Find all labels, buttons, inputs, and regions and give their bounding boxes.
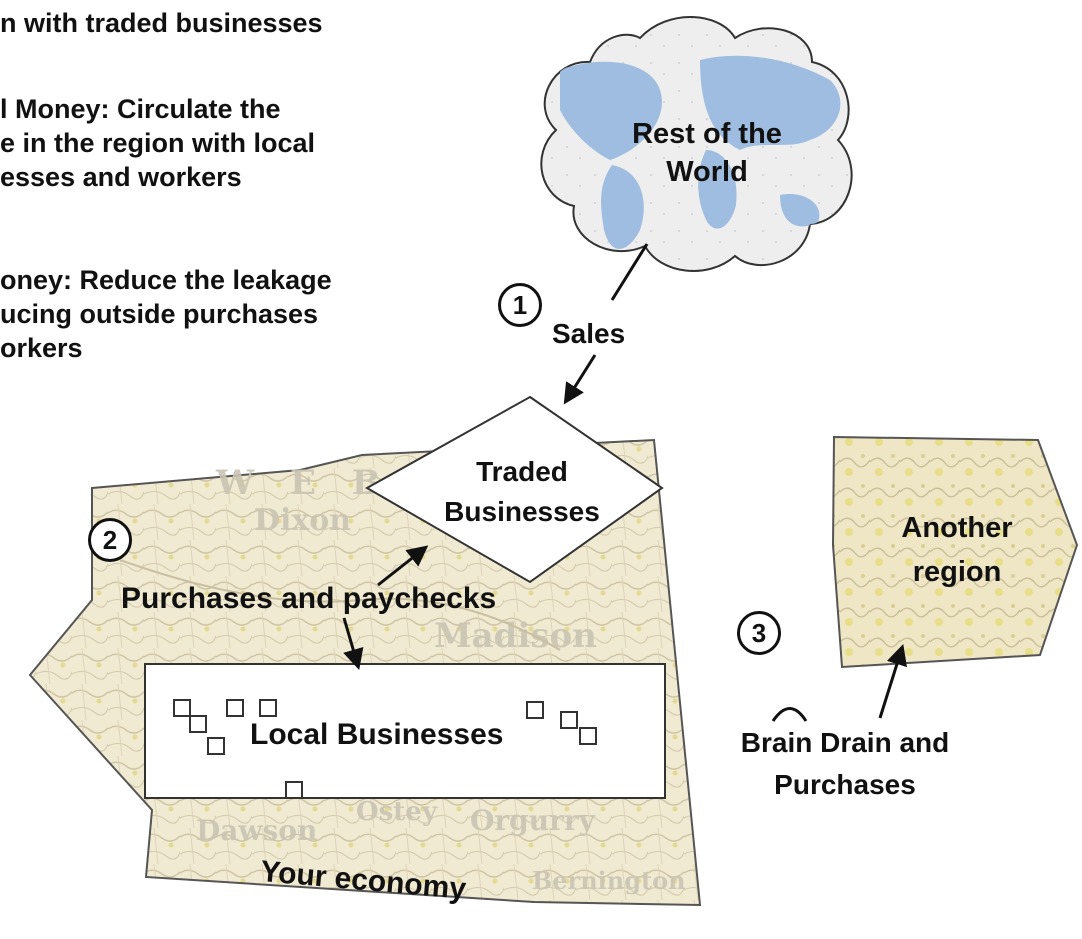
local-business-squares [173, 699, 597, 799]
map-word: Dixon [254, 503, 351, 538]
map-word: Madison [434, 616, 597, 656]
marker-3: 3 [737, 611, 781, 655]
sales-arrow-head [563, 354, 597, 405]
intro-line-7: orkers [0, 333, 83, 363]
another-region-map [831, 435, 1079, 669]
leak-arc [771, 707, 808, 722]
marker-1: 1 [498, 283, 542, 327]
intro-line-3: e in the region with local [0, 128, 316, 158]
map-word: Orgurry [470, 804, 596, 837]
brain-drain-label: Brain Drain and Purchases [700, 722, 990, 806]
traded-line-1: Traded [476, 456, 568, 487]
brain-drain-line-2: Purchases [774, 769, 916, 800]
intro-text-reduce-leakage: oney: Reduce the leakage ucing outside p… [0, 263, 332, 365]
paychecks-to-local-arrow [342, 617, 364, 671]
intro-text-local-money: l Money: Circulate the e in the region w… [0, 92, 315, 194]
intro-line-6: ucing outside purchases [0, 299, 319, 329]
intro-line-5: oney: Reduce the leakage [0, 265, 332, 295]
brain-drain-arrow [878, 643, 907, 719]
map-word: Ostey [356, 797, 438, 827]
rest-of-world-cloud [540, 16, 853, 272]
local-businesses-box [144, 663, 666, 799]
another-region-line-1: Another [901, 512, 1013, 544]
purchases-paychecks-label: Purchases and paychecks [121, 582, 497, 615]
traded-line-2: Businesses [444, 496, 600, 527]
paychecks-to-traded-arrow [377, 545, 429, 587]
map-word: Dawson [196, 814, 317, 847]
intro-text: n with traded businesses [0, 6, 323, 40]
brain-drain-line-1: Brain Drain and [740, 727, 950, 758]
intro-line-1: n with traded businesses [0, 8, 323, 38]
intro-line-2: l Money: Circulate the [0, 94, 281, 124]
map-word: Bernington [532, 866, 686, 895]
intro-line-4: esses and workers [0, 162, 242, 192]
local-businesses-label: Local Businesses [250, 718, 504, 751]
another-region-label: Another region [852, 506, 1062, 594]
rest-of-world-line-1: Rest of the [632, 118, 782, 150]
traded-businesses-label: Traded Businesses [392, 452, 652, 532]
world-map-continents [560, 55, 841, 249]
rest-of-world-line-2: World [666, 156, 748, 188]
sales-label: Sales [552, 318, 626, 349]
rest-of-world-label: Rest of the World [602, 115, 812, 191]
another-region-line-2: region [912, 556, 1002, 588]
marker-2: 2 [88, 518, 132, 562]
traded-businesses-diamond [364, 395, 664, 584]
sales-arrow [610, 243, 649, 301]
